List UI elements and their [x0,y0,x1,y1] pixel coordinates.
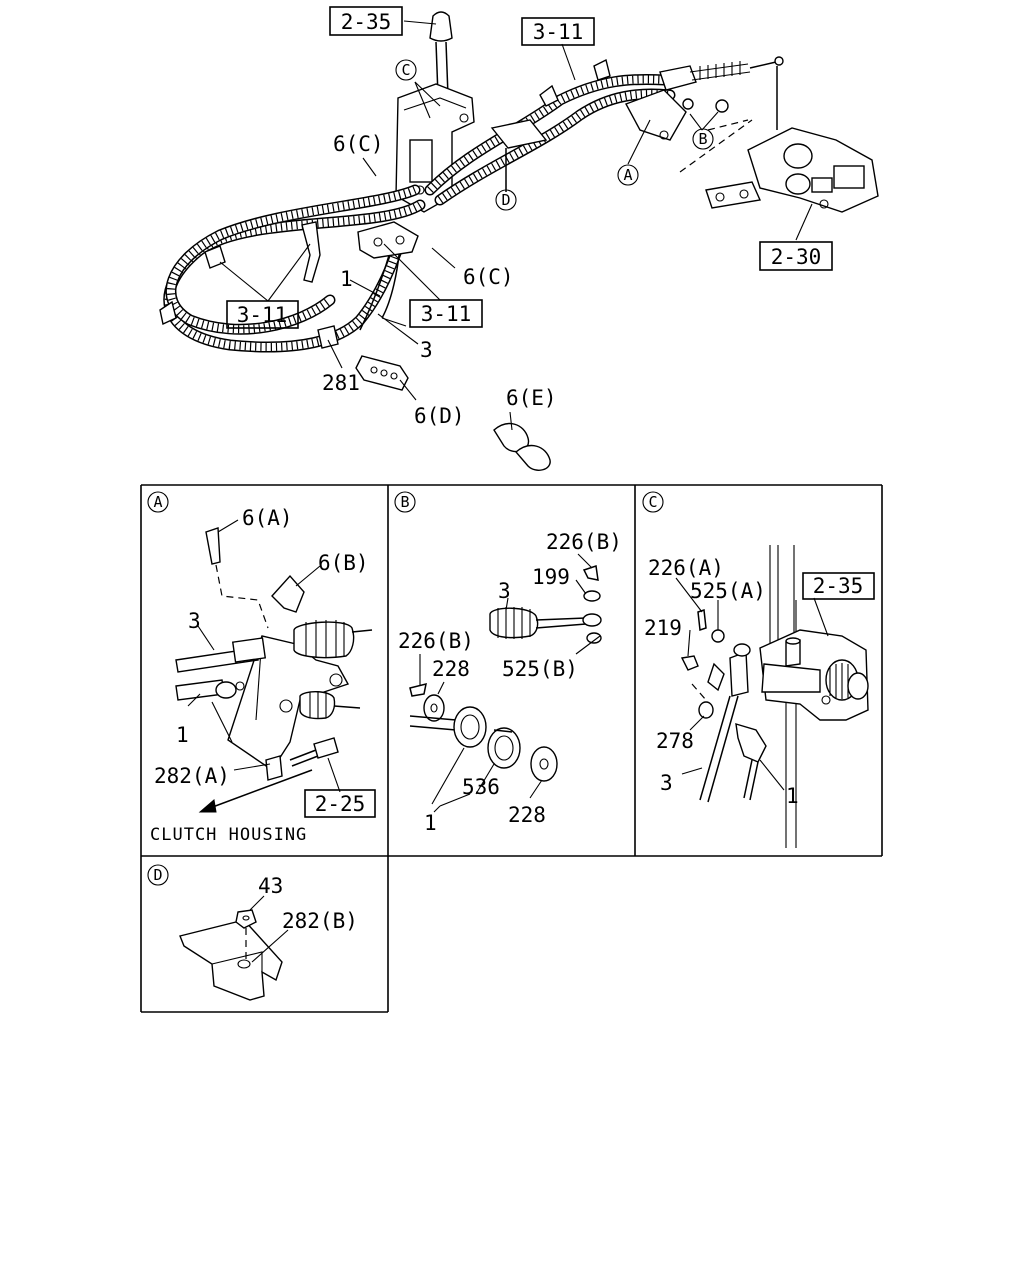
label-6c-mid: 6(C) [463,265,514,289]
panel-a-marker-circle [147,491,169,513]
label-281: 281 [322,371,360,395]
boot-lower [299,691,336,720]
washer-525a [711,629,725,643]
callout-box-2-35 [329,6,403,36]
washer-278 [698,701,714,719]
detail-panels-frame [140,484,883,1013]
label-3: 3 [420,338,433,362]
label-1: 1 [340,267,353,291]
circle-ref-c [395,59,417,81]
label-c-1: 1 [786,784,799,808]
callout-2-30: 2-30 [771,245,822,269]
label-228-top: 228 [432,657,470,681]
label-525a: 525(A) [690,579,766,603]
label-b-3: 3 [498,579,511,603]
label-c-3: 3 [660,771,673,795]
boot-upper [293,621,355,659]
pin-head-1 [453,706,487,748]
label-525b: 525(B) [502,657,578,681]
clip-6a-part [205,527,221,565]
panel-c-marker: C [648,493,657,511]
label-6c-top: 6(C) [333,132,384,156]
label-282b: 282(B) [282,909,358,933]
label-226b-left: 226(B) [398,629,474,653]
pin-226a [697,608,707,632]
panel-b-marker-circle [394,491,416,513]
clip-6e [493,422,551,471]
cable-1-end-c [735,723,767,763]
label-a-1: 1 [176,723,189,747]
label-a-3: 3 [188,609,201,633]
cable-bracket [357,221,419,259]
ref-c: C [401,61,410,79]
detail-panel-a: A [147,491,376,845]
callout-2-25: 2-25 [315,792,366,816]
detail-panel-b: B [394,491,622,835]
nut-43 [235,909,257,929]
shift-lever [429,11,453,97]
ref-b: B [698,130,707,148]
panel-d-marker: D [153,866,162,884]
label-226a: 226(A) [648,556,724,580]
label-226b-top: 226(B) [546,530,622,554]
main-assembly-illustration: 2-35 3-11 2-30 3-11 3-11 C A B D 6(C) 6(… [159,6,879,471]
label-536: 536 [462,775,500,799]
cable-sheath-forward [424,73,676,206]
label-6a: 6(A) [242,506,293,530]
label-199: 199 [532,565,570,589]
leader-lines [219,20,813,431]
pin-226b-left [409,682,427,697]
circle-ref-a [617,164,639,186]
washer-199 [583,590,601,602]
cable-sheath-inner [165,184,421,335]
clip-6b-part [271,574,305,613]
bushing-281 [355,355,409,391]
label-228-bottom: 228 [508,803,546,827]
callout-box-2-30 [759,241,833,271]
detail-panel-d: D 43 282(B) [147,864,358,1001]
bracket-d [490,119,548,192]
washer-525b [586,632,602,644]
pin-226b-top [582,565,599,581]
cable-transmission-end [625,56,784,141]
callout-box-3-11-top [521,17,595,46]
label-43: 43 [258,874,283,898]
nut-219 [680,655,699,671]
clutch-bracket-plate [227,635,350,771]
panel-c-marker-circle [642,491,664,513]
callout-2-35-c: 2-35 [813,574,864,598]
label-6d: 6(D) [414,404,465,428]
circle-ref-d [495,189,517,211]
detail-panel-c: C [642,491,875,848]
panel-a-marker: A [153,493,162,511]
washer-228-bottom [530,746,558,782]
caption-clutch-housing: CLUTCH HOUSING [150,825,307,845]
callout-3-11-left: 3-11 [237,303,288,327]
label-6e: 6(E) [506,386,557,410]
callout-3-11-mid: 3-11 [421,302,472,326]
ref-d: D [501,191,510,209]
ref-a: A [623,166,632,184]
label-6b: 6(B) [318,551,369,575]
cable-end-block [729,651,749,697]
label-278: 278 [656,729,694,753]
bushing-536 [487,727,521,769]
callout-3-11-top: 3-11 [533,20,584,44]
panel-b-marker: B [400,493,409,511]
label-219: 219 [644,616,682,640]
washer-228-top [423,694,445,722]
control-housing [395,83,475,213]
callout-box-3-11-left [226,300,299,329]
callout-box-2-25 [304,789,376,818]
label-b-1: 1 [424,811,437,835]
panel-d-marker-circle [147,864,169,886]
circle-ref-b [692,128,714,150]
transmission-control-unit [679,66,879,213]
callout-box-3-11-mid [409,299,483,328]
callout-2-35: 2-35 [341,10,392,34]
cable-sheath-outer [163,199,426,353]
label-282a: 282(A) [154,764,230,788]
callout-box-2-35-c [802,572,875,600]
